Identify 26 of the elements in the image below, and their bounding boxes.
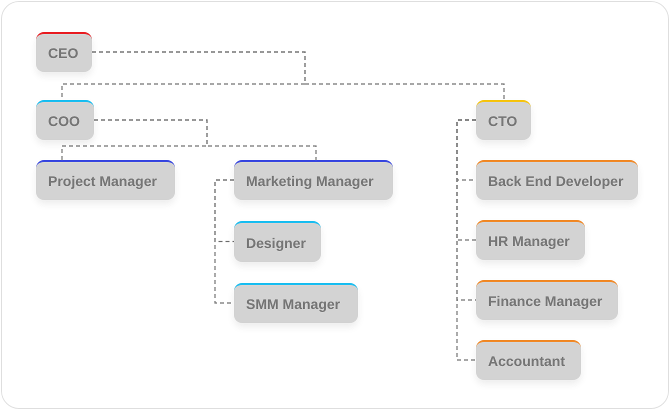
org-box (476, 280, 618, 320)
connector-line (214, 179, 234, 304)
org-box (476, 340, 581, 380)
connector-line (456, 119, 476, 361)
org-box (234, 160, 393, 200)
role-label: Accountant (488, 353, 565, 369)
org-box (476, 220, 585, 260)
role-label: CTO (488, 113, 518, 129)
role-label: COO (48, 113, 80, 129)
org-box (234, 283, 358, 323)
role-label: Designer (246, 234, 306, 250)
role-label: HR Manager (488, 233, 570, 249)
org-box (36, 32, 92, 72)
org-box (476, 160, 638, 200)
role-label: CEO (48, 45, 78, 61)
role-label: SMM Manager (246, 296, 340, 312)
role-label: Marketing Manager (246, 173, 374, 189)
role-label: Back End Developer (488, 173, 624, 189)
org-box (36, 100, 94, 140)
role-label: Finance Manager (488, 293, 602, 309)
org-box (36, 160, 175, 200)
connector-line (92, 51, 505, 100)
role-label: Project Manager (48, 173, 157, 189)
org-box (476, 100, 531, 140)
connector-line (94, 119, 317, 160)
org-box (234, 221, 321, 262)
